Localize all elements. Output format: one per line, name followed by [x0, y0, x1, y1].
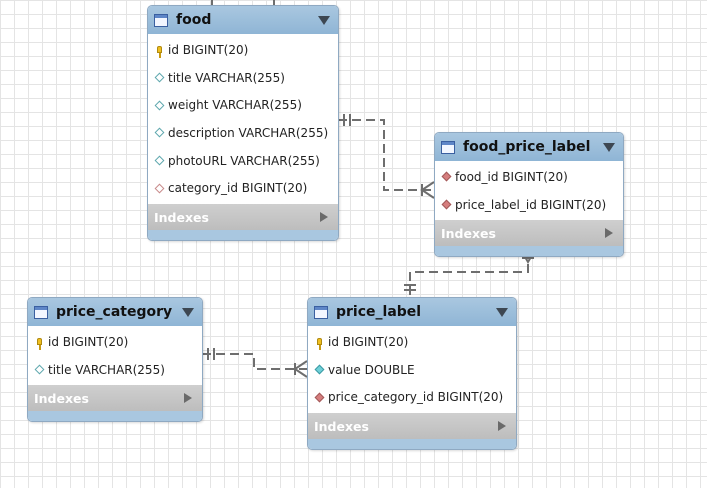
table-food[interactable]: food id BIGINT(20) title VARCHAR(255) we…	[147, 5, 339, 242]
indexes-section[interactable]: Indexes	[435, 220, 623, 247]
column-label: title VARCHAR(255)	[168, 70, 285, 85]
table-header[interactable]: price_category	[28, 298, 202, 326]
table-title: price_category	[56, 304, 173, 320]
relationship-food-food-price-label[interactable]	[338, 114, 435, 199]
column-row[interactable]: id BIGINT(20)	[308, 328, 516, 356]
indexes-label: Indexes	[34, 390, 89, 406]
column-diamond-icon	[154, 72, 164, 83]
column-diamond-icon	[154, 155, 164, 166]
table-header[interactable]: price_label	[308, 298, 516, 326]
column-diamond-icon	[154, 100, 164, 111]
column-row[interactable]: price_category_id BIGINT(20)	[308, 383, 516, 411]
expand-arrow-icon[interactable]	[320, 212, 328, 223]
foreign-key-diamond-icon	[441, 171, 451, 182]
column-row[interactable]: title VARCHAR(255)	[28, 356, 202, 384]
column-row[interactable]: photoURL VARCHAR(255)	[148, 147, 338, 175]
indexes-section[interactable]: Indexes	[28, 385, 202, 412]
collapse-caret-icon[interactable]	[182, 307, 194, 317]
column-label: weight VARCHAR(255)	[168, 98, 302, 113]
table-price-label[interactable]: price_label id BIGINT(20) value DOUBLE p…	[307, 297, 517, 451]
indexes-section[interactable]: Indexes	[148, 204, 338, 231]
table-icon	[34, 305, 48, 319]
primary-key-icon	[314, 338, 324, 351]
column-diamond-icon	[34, 364, 44, 375]
table-title: food_price_label	[463, 139, 591, 155]
column-row[interactable]: weight VARCHAR(255)	[148, 91, 338, 119]
column-label: value DOUBLE	[328, 362, 415, 377]
column-row[interactable]: id BIGINT(20)	[28, 328, 202, 356]
table-title: price_label	[336, 304, 422, 320]
column-label: price_category_id BIGINT(20)	[328, 390, 504, 405]
column-row[interactable]: category_id BIGINT(20)	[148, 174, 338, 202]
column-label: title VARCHAR(255)	[48, 362, 165, 377]
foreign-key-diamond-icon	[441, 199, 451, 210]
expand-arrow-icon[interactable]	[605, 228, 613, 239]
indexes-section[interactable]: Indexes	[308, 413, 516, 440]
table-icon	[154, 13, 168, 27]
table-icon	[314, 305, 328, 319]
table-bottom-strip	[28, 411, 202, 422]
expand-arrow-icon[interactable]	[184, 393, 192, 404]
table-bottom-strip	[308, 439, 516, 450]
indexes-label: Indexes	[154, 209, 209, 225]
column-label: food_id BIGINT(20)	[455, 169, 568, 184]
table-header[interactable]: food_price_label	[435, 133, 623, 161]
column-label: id BIGINT(20)	[48, 334, 129, 349]
column-row[interactable]: food_id BIGINT(20)	[435, 163, 623, 191]
indexes-label: Indexes	[441, 225, 496, 241]
collapse-caret-icon[interactable]	[318, 15, 330, 25]
not-null-column-diamond-icon	[314, 364, 324, 375]
table-price-category[interactable]: price_category id BIGINT(20) title VARCH…	[27, 297, 203, 423]
collapse-caret-icon[interactable]	[496, 307, 508, 317]
column-label: id BIGINT(20)	[168, 42, 249, 57]
foreign-key-diamond-icon	[314, 392, 324, 403]
collapse-caret-icon[interactable]	[603, 142, 615, 152]
column-label: id BIGINT(20)	[328, 334, 409, 349]
column-row[interactable]: price_label_id BIGINT(20)	[435, 191, 623, 219]
table-food-price-label[interactable]: food_price_label food_id BIGINT(20) pric…	[434, 132, 624, 258]
table-icon	[441, 140, 455, 154]
table-bottom-strip	[148, 230, 338, 241]
column-label: price_label_id BIGINT(20)	[455, 197, 607, 212]
column-label: description VARCHAR(255)	[168, 125, 329, 140]
column-label: category_id BIGINT(20)	[168, 181, 308, 196]
primary-key-icon	[154, 46, 164, 59]
column-diamond-icon	[154, 127, 164, 138]
table-header[interactable]: food	[148, 6, 338, 34]
indexes-label: Indexes	[314, 418, 369, 434]
foreign-key-diamond-icon	[154, 183, 164, 194]
table-title: food	[176, 12, 212, 28]
relationship-price-category-price-label[interactable]	[202, 348, 308, 378]
primary-key-icon	[34, 338, 44, 351]
column-row[interactable]: title VARCHAR(255)	[148, 64, 338, 92]
column-label: photoURL VARCHAR(255)	[168, 153, 320, 168]
relationship-food-offscreen[interactable]	[211, 0, 275, 5]
column-row[interactable]: description VARCHAR(255)	[148, 119, 338, 147]
column-row[interactable]: value DOUBLE	[308, 356, 516, 384]
column-row[interactable]: id BIGINT(20)	[148, 36, 338, 64]
expand-arrow-icon[interactable]	[498, 421, 506, 432]
table-bottom-strip	[435, 246, 623, 257]
